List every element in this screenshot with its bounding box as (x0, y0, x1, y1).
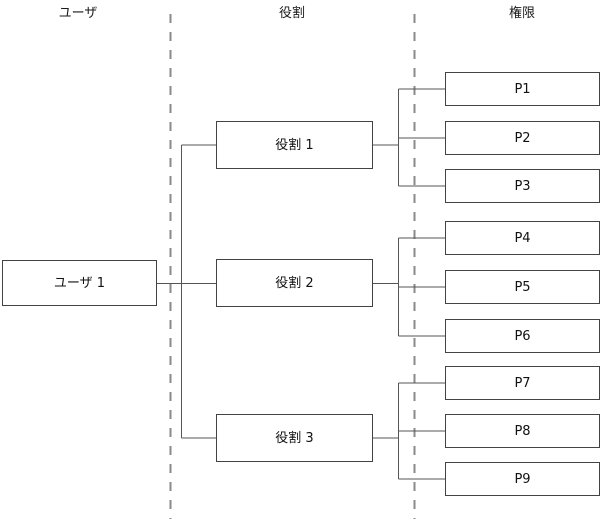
role-node-label: 役割 2 (275, 275, 314, 291)
permission-node-label: P1 (514, 81, 531, 97)
column-header-role: 役割 (278, 6, 305, 21)
permission-node-p4[interactable]: P4 (445, 221, 600, 255)
permission-node-p8[interactable]: P8 (445, 414, 600, 448)
permission-node-label: P4 (514, 230, 531, 246)
permission-node-p2[interactable]: P2 (445, 121, 600, 155)
permission-node-p1[interactable]: P1 (445, 72, 600, 106)
column-header-permission: 権限 (508, 6, 535, 21)
user-node-label: ユーザ 1 (53, 275, 106, 291)
permission-node-label: P5 (514, 279, 531, 295)
role-node-role1[interactable]: 役割 1 (216, 121, 373, 169)
permission-node-label: P6 (514, 328, 531, 344)
wire-role1-to-permissions (373, 88, 445, 187)
permission-node-p5[interactable]: P5 (445, 270, 600, 304)
permission-node-p7[interactable]: P7 (445, 366, 600, 400)
permission-node-label: P2 (514, 130, 531, 146)
wire-role3-to-permissions (373, 382, 445, 480)
wire-role2-to-permissions (373, 237, 445, 337)
column-header-user: ユーザ (58, 6, 98, 21)
permission-node-label: P9 (514, 471, 531, 487)
user-node-user1[interactable]: ユーザ 1 (2, 260, 157, 306)
role-node-label: 役割 3 (275, 430, 314, 446)
role-node-role2[interactable]: 役割 2 (216, 259, 373, 307)
role-node-label: 役割 1 (275, 137, 314, 153)
wire-user1-to-roles (157, 144, 216, 439)
permission-node-label: P3 (514, 178, 531, 194)
role-node-role3[interactable]: 役割 3 (216, 414, 373, 462)
permission-node-p9[interactable]: P9 (445, 462, 600, 496)
permission-node-p3[interactable]: P3 (445, 169, 600, 203)
permission-node-label: P7 (514, 375, 531, 391)
permission-node-label: P8 (514, 423, 531, 439)
permission-node-p6[interactable]: P6 (445, 319, 600, 353)
